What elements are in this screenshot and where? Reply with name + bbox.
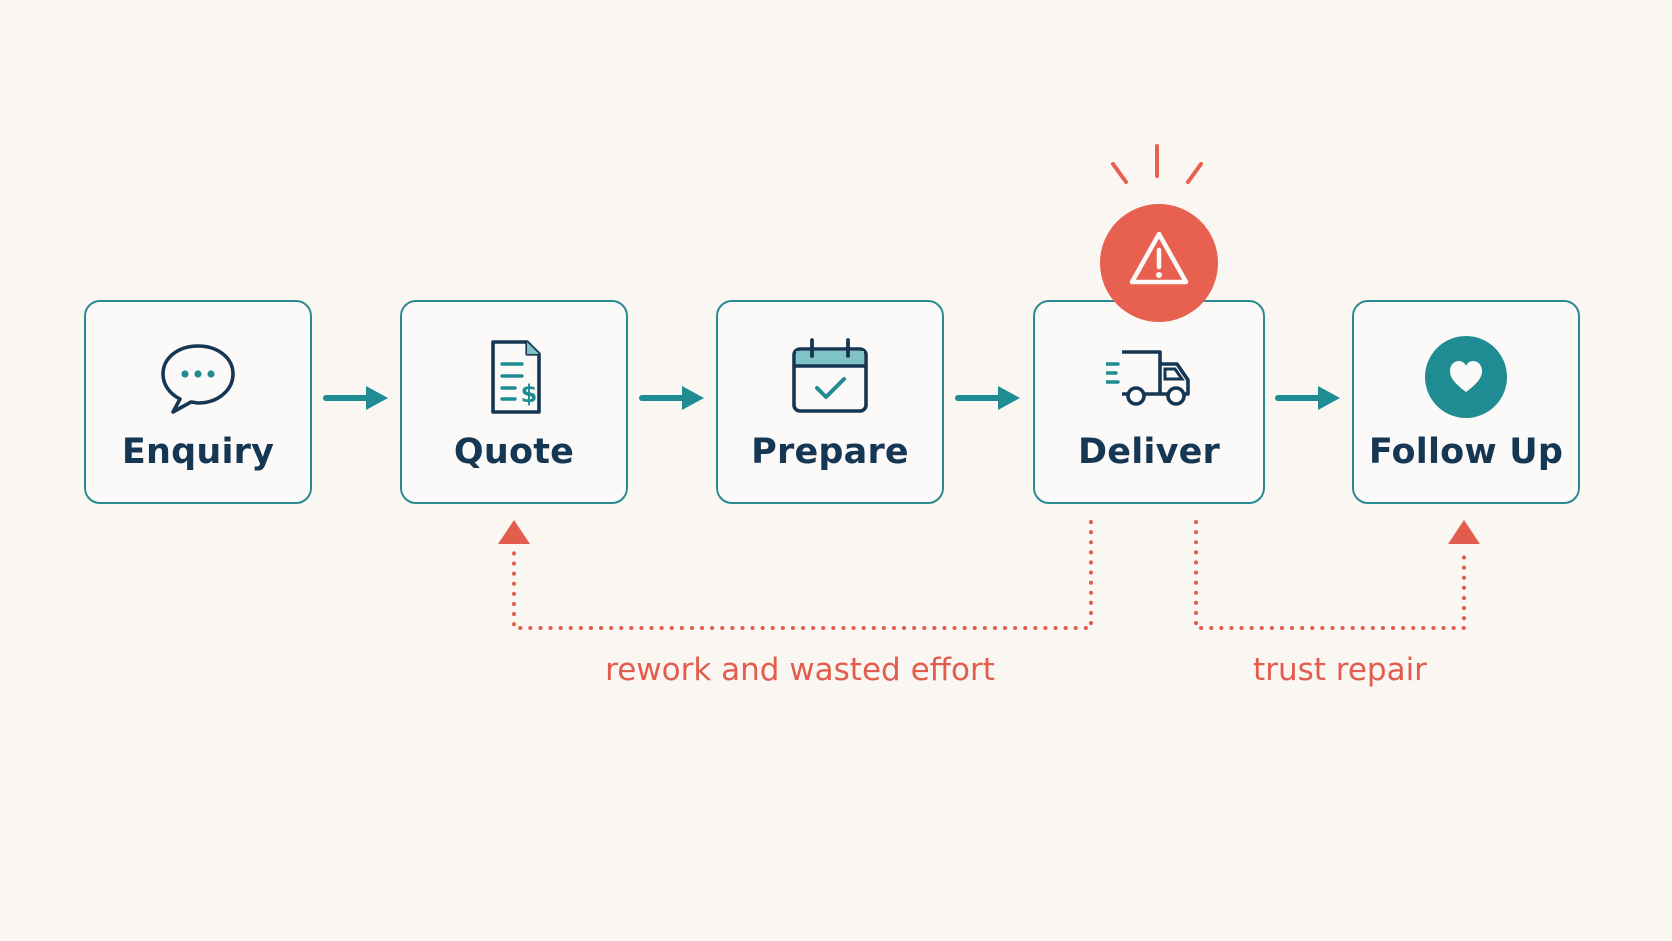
step-label-quote: Quote (453, 432, 575, 472)
flow-arrow-2 (639, 386, 704, 410)
svg-text:$: $ (521, 380, 538, 408)
step-prepare: Prepare (716, 300, 944, 504)
invoice-icon: $ (471, 336, 557, 418)
step-follow-up: Follow Up (1352, 300, 1580, 504)
step-quote: $ Quote (400, 300, 628, 504)
alert-burst-rays (1111, 144, 1203, 184)
flow-arrow-3 (955, 386, 1020, 410)
loop-label-rework: rework and wasted effort (605, 652, 995, 688)
loop-trust-path (1194, 520, 1480, 630)
loop-rework-path (498, 520, 1093, 630)
flow-arrow-4 (1275, 386, 1340, 410)
step-deliver: Deliver (1033, 300, 1265, 504)
alert-badge (1100, 204, 1218, 322)
step-label-prepare: Prepare (751, 432, 909, 472)
chat-bubble-icon (155, 336, 241, 418)
step-label-deliver: Deliver (1078, 432, 1220, 472)
step-label-follow-up: Follow Up (1368, 432, 1564, 472)
warning-icon (1129, 231, 1189, 285)
flow-arrow-1 (323, 386, 388, 410)
loop-label-trust: trust repair (1253, 652, 1427, 688)
heart-icon (1423, 336, 1509, 418)
delivery-truck-icon (1106, 336, 1192, 418)
calendar-check-icon (787, 336, 873, 418)
step-label-enquiry: Enquiry (121, 432, 275, 472)
step-enquiry: Enquiry (84, 300, 312, 504)
